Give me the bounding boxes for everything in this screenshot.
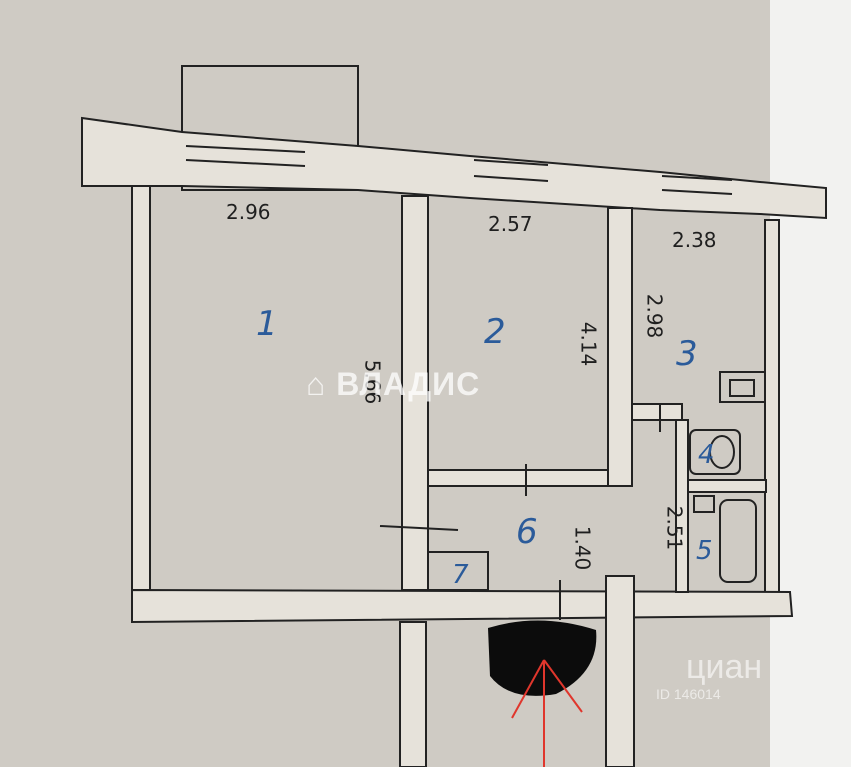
room-number-7: 7 <box>452 560 469 590</box>
door-room1 <box>379 525 459 531</box>
dimension-room2-length: 4.14 <box>576 321 601 367</box>
entrance-arrow <box>511 659 583 767</box>
room-number-3: 3 <box>676 334 698 374</box>
window-2b <box>473 175 549 182</box>
cian-id-watermark: ID 146014 <box>656 686 721 702</box>
dimension-room3-length: 2.98 <box>642 293 667 339</box>
window-3b <box>661 189 733 195</box>
wall-room2-room3 <box>607 207 633 487</box>
toilet-bowl <box>709 435 735 469</box>
wall-room1-room2 <box>401 195 429 591</box>
balcony <box>181 65 359 191</box>
room-number-5: 5 <box>696 536 713 566</box>
kitchen-sink <box>719 371 766 403</box>
cian-watermark: циан <box>686 648 763 686</box>
room-number-6: 6 <box>516 512 538 552</box>
wall-room2-bottom <box>427 469 609 487</box>
wall-entrance-right <box>605 575 635 767</box>
dimension-room1-width: 2.96 <box>226 200 271 224</box>
vladis-watermark: ⌂ ВЛАДИС <box>306 366 481 402</box>
paper-edge <box>770 0 851 767</box>
redacted-blot <box>488 620 597 696</box>
exterior-wall-top <box>81 116 827 220</box>
kitchen-sink-bowl <box>729 379 755 397</box>
window-1 <box>185 145 306 153</box>
dimension-hall-length: 2.51 <box>662 505 687 551</box>
dimension-room3-width: 2.38 <box>672 228 717 252</box>
wall-wc-bath <box>687 479 767 493</box>
walls <box>81 65 827 767</box>
wall-bottom <box>131 588 794 624</box>
wall-bath-top <box>631 403 683 421</box>
house-logo-icon: ⌂ <box>306 366 327 402</box>
room-number-2: 2 <box>484 312 506 352</box>
exterior-wall-right <box>764 219 780 593</box>
fixtures <box>379 371 766 620</box>
bathtub <box>719 499 757 583</box>
window-2 <box>473 159 549 166</box>
room-number-4: 4 <box>698 440 715 470</box>
wall-bath-left <box>675 419 689 593</box>
toilet <box>689 429 741 475</box>
wall-entrance-left <box>399 621 427 767</box>
bath-sink <box>693 495 715 513</box>
window-3 <box>661 175 733 181</box>
closet <box>427 551 489 591</box>
window-1b <box>185 159 306 167</box>
dimension-corridor-width: 1.40 <box>570 525 595 571</box>
dimension-room2-width: 2.57 <box>488 212 533 236</box>
exterior-wall-left <box>131 185 151 591</box>
room-number-1: 1 <box>256 304 278 344</box>
